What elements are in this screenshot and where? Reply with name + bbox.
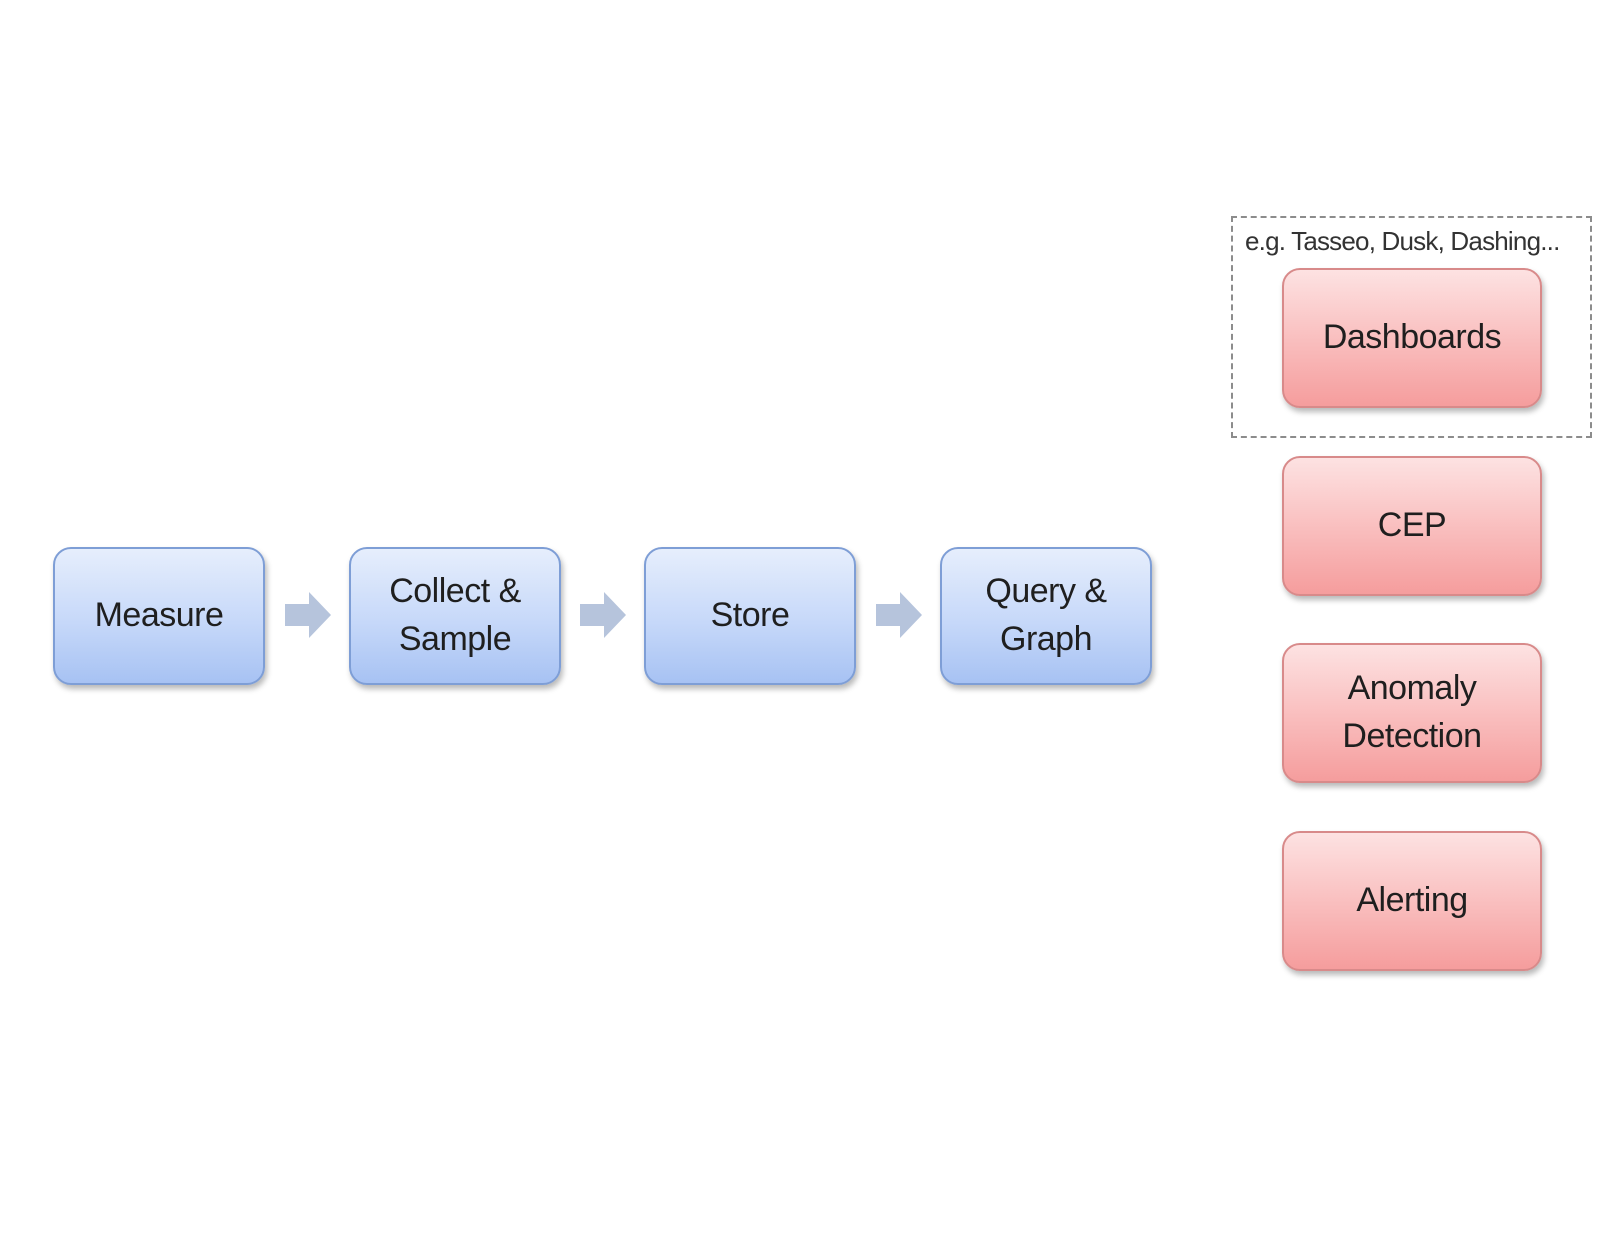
collect-sample-node: Collect & Sample xyxy=(349,547,561,685)
alerting-node: Alerting xyxy=(1282,831,1542,971)
arrow-right-icon xyxy=(580,592,626,638)
store-node: Store xyxy=(644,547,856,685)
anomaly-detection-node: Anomaly Detection xyxy=(1282,643,1542,783)
arrow-right-icon xyxy=(285,592,331,638)
measure-node: Measure xyxy=(53,547,265,685)
arrow-right-icon xyxy=(876,592,922,638)
dashboards-group-box xyxy=(1231,216,1592,438)
dashboards-node: Dashboards xyxy=(1282,268,1542,408)
group-label: e.g. Tasseo, Dusk, Dashing... xyxy=(1245,226,1560,256)
query-graph-node: Query & Graph xyxy=(940,547,1152,685)
cep-node: CEP xyxy=(1282,456,1542,596)
